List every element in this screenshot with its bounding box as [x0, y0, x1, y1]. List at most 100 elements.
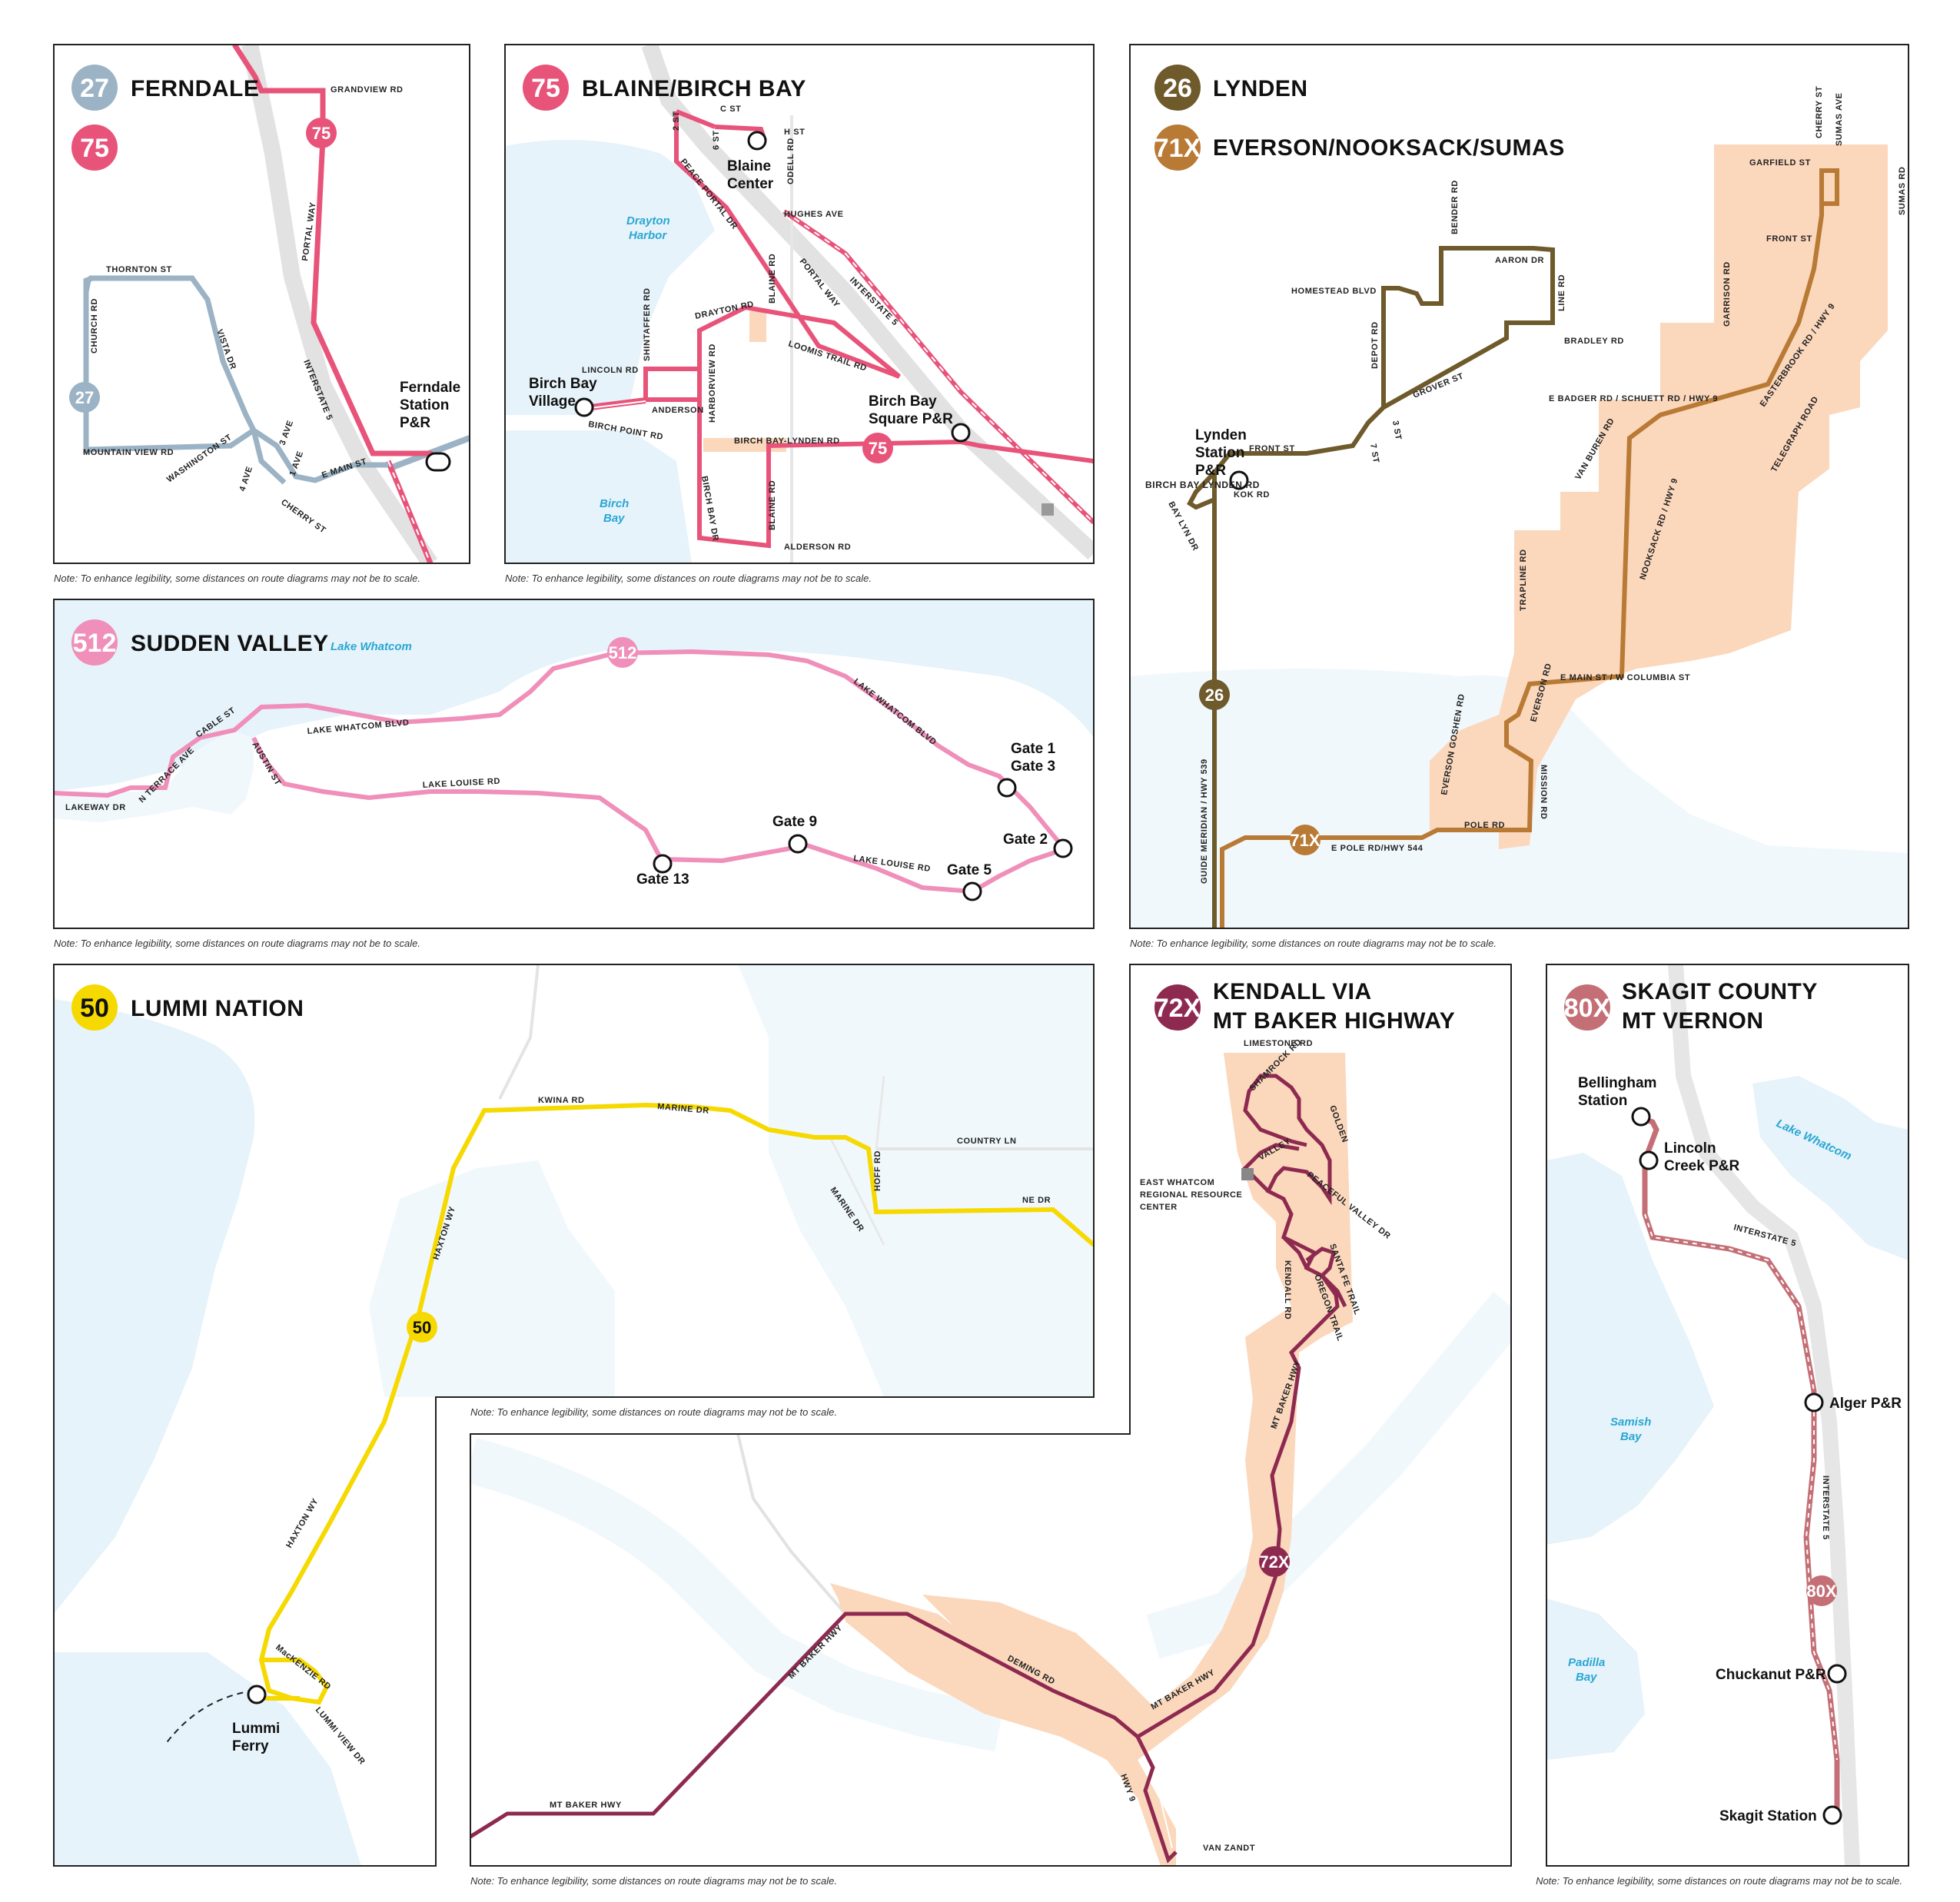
street-mission: MISSION RD — [1539, 765, 1548, 819]
street-trapline: TRAPLINE RD — [1519, 549, 1528, 611]
route-75-marker — [862, 433, 893, 463]
water-padilla-label-2: Bay — [1576, 1671, 1597, 1684]
badge-75-label: 75 — [531, 74, 560, 103]
street-homestead: HOMESTEAD BLVD — [1291, 287, 1377, 296]
service-area-72x — [830, 1053, 1353, 1866]
water-samish-bay — [1546, 1153, 1714, 1545]
water-padilla-label-1: Padilla — [1568, 1656, 1605, 1669]
route-72x-marker — [1259, 1546, 1290, 1577]
water-west — [54, 999, 255, 1614]
street-lincoln: LINCOLN RD — [582, 366, 639, 375]
stop-alger — [1804, 1392, 1824, 1412]
note-lummi: Note: To enhance legibility, some distan… — [470, 1406, 837, 1418]
stop-birch-bay-village-label-1: Birch Bay — [529, 376, 597, 392]
street-hughes: HUGHES AVE — [784, 210, 844, 219]
note-kendall: Note: To enhance legibility, some distan… — [470, 1875, 837, 1887]
panel-title-kendall-2: MT BAKER HIGHWAY — [1213, 1008, 1455, 1034]
street-line: LINE RD — [1557, 274, 1566, 311]
street-ne: NE DR — [1022, 1196, 1051, 1205]
route-75-marker-label: 75 — [869, 439, 887, 458]
stop-birch-bay-village-label-2: Village — [529, 393, 576, 410]
note-skagit: Note: To enhance legibility, some distan… — [1536, 1875, 1902, 1887]
street-garrison: GARRISON RD — [1722, 261, 1732, 327]
street-aaron: AARON DR — [1495, 256, 1544, 265]
badge-27 — [71, 65, 118, 111]
route-75-marker-label: 75 — [312, 124, 331, 143]
street-harborview: HARBORVIEW RD — [708, 344, 717, 423]
street-birch-lynden: BIRCH BAY-LYNDEN RD — [734, 436, 840, 446]
panel-ferndale: 75 27 GRANDVIEW RD PORTAL WAY INTERSTATE… — [54, 45, 470, 563]
panel-title-everson: EVERSON/NOOKSACK/SUMAS — [1213, 135, 1565, 161]
water-samish-label-1: Samish — [1610, 1416, 1651, 1429]
route-27-marker-label: 27 — [75, 388, 94, 407]
highway-i5-shadow — [241, 45, 438, 563]
street-depot: DEPOT RD — [1370, 321, 1380, 369]
route-26-marker — [1199, 679, 1230, 710]
route-512-marker — [607, 637, 638, 668]
route-50-marker — [407, 1312, 437, 1343]
street-grandview: GRANDVIEW RD — [331, 85, 404, 95]
route-80x-marker — [1806, 1575, 1837, 1606]
water-birch-label-1: Birch — [600, 497, 629, 510]
street-6: 6 ST — [712, 130, 721, 150]
panel-lynden: 26 71X CHERRY ST SUMAS AVE GARFIELD ST S… — [1130, 45, 1909, 928]
stop-bellingham-label-2: Station — [1578, 1093, 1627, 1109]
stop-birch-bay-square-label-1: Birch Bay — [869, 393, 937, 410]
route-71x-marker — [1290, 825, 1321, 855]
street-birch-bay-lynden: BIRCH BAY LYNDEN RD — [1145, 480, 1260, 490]
stop-birch-bay-village — [574, 397, 594, 417]
street-c: C ST — [720, 105, 741, 114]
stop-gate-13-label: Gate 13 — [636, 871, 689, 888]
stop-lincoln-creek — [1639, 1150, 1659, 1170]
street-mountain: MOUNTAIN VIEW RD — [83, 448, 174, 457]
water-lake-whatcom — [1752, 1076, 1909, 1260]
street-garfield: GARFIELD ST — [1749, 158, 1811, 168]
stop-alger-label: Alger P&R — [1829, 1396, 1902, 1412]
route-26-line — [1187, 246, 1555, 928]
badge-512 — [71, 619, 118, 666]
stop-birch-bay-square-label-2: Square P&R — [869, 411, 953, 427]
badge-512-label: 512 — [73, 629, 117, 658]
water-drayton-harbor — [505, 140, 715, 415]
route-72x-marker-label: 72X — [1259, 1552, 1289, 1572]
water-lake-whatcom-label: Lake Whatcom — [331, 640, 412, 653]
street-limestone: LIMESTONE RD — [1244, 1039, 1313, 1048]
street-blaine-rd: BLAINE RD — [768, 254, 777, 304]
street-front: FRONT ST — [1249, 444, 1295, 453]
stop-lincoln-label-1: Lincoln — [1664, 1140, 1716, 1157]
street-shintaffer: SHINTAFFER RD — [643, 287, 652, 361]
stop-gate-2 — [1053, 838, 1073, 858]
route-50-marker-label: 50 — [413, 1318, 431, 1337]
panel-lummi-frame — [53, 964, 1095, 1867]
street-hoff: HOFF RD — [873, 1150, 882, 1191]
stop-gate-13 — [653, 854, 673, 874]
street-front-sumas: FRONT ST — [1766, 234, 1812, 244]
resource-center-label-3: CENTER — [1140, 1203, 1178, 1212]
stop-ferndale-station-marker — [425, 452, 451, 472]
street-guide-meridian: GUIDE MERIDIAN / HWY 539 — [1200, 758, 1209, 884]
street-marine: MARINE DR — [657, 1102, 710, 1116]
street-pole: POLE RD — [1464, 821, 1505, 830]
stop-gate-9 — [788, 834, 808, 854]
panel-ferndale-frame — [53, 44, 470, 564]
note-blaine: Note: To enhance legibility, some distan… — [505, 573, 872, 584]
ferry-route — [164, 1690, 254, 1745]
panel-title-lynden: LYNDEN — [1213, 76, 1308, 101]
route-26-marker-label: 26 — [1205, 685, 1224, 705]
badge-72x-label: 72X — [1154, 994, 1201, 1023]
street-lake-louise: LAKE LOUISE RD — [423, 777, 501, 790]
stop-lynden-label-1: Lynden — [1195, 427, 1247, 443]
panel-skagit: 80X INTERSTATE 5 INTERSTATE 5 Lake Whatc… — [1546, 964, 1909, 1866]
panel-title-sudden-valley: SUDDEN VALLEY — [131, 631, 329, 656]
route-72x-line — [470, 1074, 1347, 1864]
stop-blaine-center — [747, 131, 767, 151]
badge-71x — [1154, 124, 1201, 171]
water-hale-passage — [54, 1652, 361, 1866]
street-i5-2: INTERSTATE 5 — [1821, 1475, 1830, 1540]
note-lynden: Note: To enhance legibility, some distan… — [1130, 938, 1497, 949]
route-71x-marker-label: 71X — [1290, 831, 1320, 850]
water-samish-label-2: Bay — [1620, 1430, 1642, 1443]
street-alderson: ALDERSON RD — [784, 543, 851, 552]
route-80x-marker-label: 80X — [1806, 1582, 1836, 1601]
